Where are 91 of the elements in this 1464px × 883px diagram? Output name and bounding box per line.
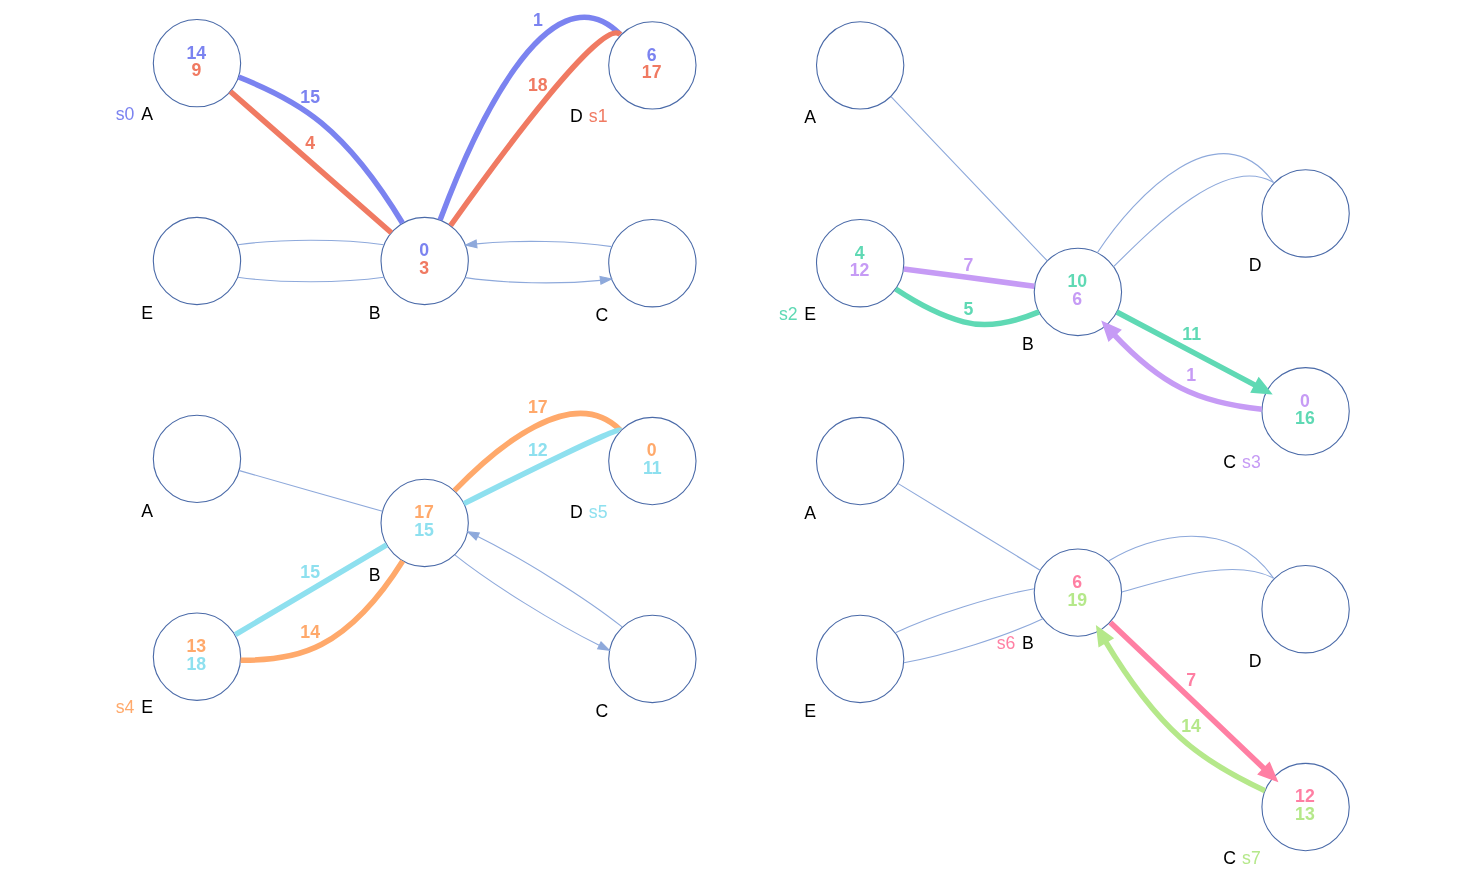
connector xyxy=(233,542,388,637)
edge-label: 15 xyxy=(299,561,320,582)
node-label: B xyxy=(1021,632,1034,653)
node-circle xyxy=(607,614,697,703)
node-label: A xyxy=(803,502,816,523)
node-label: s4 xyxy=(115,696,134,717)
arrow xyxy=(465,530,623,627)
connector xyxy=(236,276,384,282)
node-label: A xyxy=(140,500,153,521)
arrow xyxy=(463,238,612,248)
node-circle xyxy=(607,218,697,307)
edge-label: 5 xyxy=(963,298,973,319)
node-circle: 12 13 xyxy=(1260,762,1350,851)
connector xyxy=(1120,568,1274,593)
node-label: A xyxy=(803,106,816,127)
node-label: C xyxy=(1222,847,1236,868)
node-label: D xyxy=(1248,650,1261,671)
node-circle xyxy=(815,416,904,505)
node-label: C xyxy=(1222,451,1236,472)
node-label: A xyxy=(140,103,153,124)
node-label: E xyxy=(803,303,816,324)
edge-label: 7 xyxy=(963,254,973,275)
arrow xyxy=(1100,320,1262,412)
connector xyxy=(893,286,1040,327)
connector xyxy=(1096,152,1274,253)
node-label: s6 xyxy=(996,632,1015,653)
arrow xyxy=(1095,624,1266,793)
node-label: s7 xyxy=(1241,847,1261,868)
edge-label: 15 xyxy=(299,86,320,107)
connector xyxy=(437,14,622,221)
node-circle: 0 11 xyxy=(607,416,697,505)
edge-label: 11 xyxy=(1181,323,1201,344)
node-circle: 0 3 xyxy=(379,216,469,305)
node-circle xyxy=(152,216,241,305)
node-label: E xyxy=(803,700,816,721)
node-label: s3 xyxy=(1241,451,1261,472)
connector xyxy=(236,239,384,245)
connector xyxy=(903,265,1035,289)
node-circle: 6 17 xyxy=(607,20,697,110)
connector xyxy=(896,482,1041,571)
node-circle xyxy=(152,414,241,503)
node-label: D xyxy=(1248,254,1261,275)
node-label: E xyxy=(140,302,153,323)
node-label: D xyxy=(569,105,583,126)
node-label: s5 xyxy=(588,501,607,522)
edge-label: 18 xyxy=(527,74,548,95)
node-label: D xyxy=(569,501,583,522)
connector xyxy=(237,74,405,224)
node-circle xyxy=(1260,168,1350,258)
node-label: s2 xyxy=(778,303,798,324)
edge-label: 7 xyxy=(1185,669,1196,690)
node-label: B xyxy=(1021,333,1034,354)
node-label: C xyxy=(594,304,608,325)
node-circle xyxy=(1260,564,1350,653)
node-label: C xyxy=(594,700,608,721)
edge-label: 17 xyxy=(527,396,548,417)
edge-label: 1 xyxy=(532,9,543,30)
edge-label: 14 xyxy=(299,621,320,642)
edge-label: 14 xyxy=(1180,715,1201,736)
node-label: s1 xyxy=(588,105,607,126)
connector xyxy=(462,426,621,506)
connector xyxy=(894,587,1035,633)
connector xyxy=(240,558,405,663)
edge-label: 4 xyxy=(304,132,315,153)
arrow xyxy=(464,275,613,285)
connector xyxy=(447,30,621,227)
node-circle: 6 19 xyxy=(1033,547,1122,637)
connector xyxy=(1112,174,1274,267)
node-circle xyxy=(815,20,904,110)
connector xyxy=(238,469,383,512)
node-label: B xyxy=(368,302,381,323)
connector xyxy=(890,95,1048,261)
connector xyxy=(902,617,1043,663)
connector xyxy=(452,410,622,493)
arrow xyxy=(1114,309,1273,394)
node-circle: 10 6 xyxy=(1033,247,1122,336)
node-circle: 14 9 xyxy=(152,18,241,107)
edge-label: 1 xyxy=(1185,364,1196,385)
edge-label: 12 xyxy=(527,439,548,460)
connector xyxy=(1107,535,1274,579)
node-circle: 17 15 xyxy=(379,478,469,567)
node-label: B xyxy=(368,564,381,585)
connector xyxy=(228,88,393,235)
node-circle: 4 12 xyxy=(815,218,904,307)
node-label: s0 xyxy=(115,103,134,124)
arrow xyxy=(453,553,611,651)
node-label: E xyxy=(140,696,153,717)
node-circle xyxy=(815,614,904,703)
node-circle: 0 16 xyxy=(1260,366,1350,456)
arrow xyxy=(1107,619,1278,782)
node-circle: 13 18 xyxy=(152,612,241,701)
